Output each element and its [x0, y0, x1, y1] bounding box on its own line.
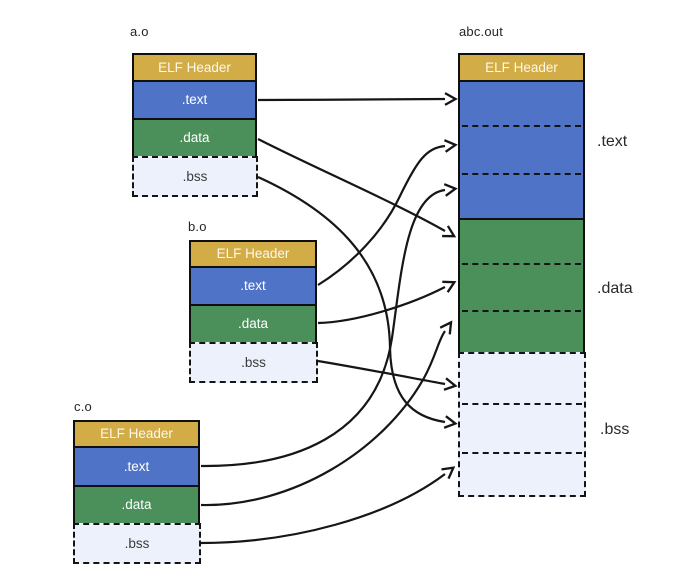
c.o-data-section: .data [73, 485, 200, 525]
abc.out-bss-region-label: .bss [600, 421, 630, 438]
a.o-elf-header-section: ELF Header [132, 53, 257, 82]
abc.out-bss-region [458, 352, 586, 497]
abc.out-text-region-label: .text [597, 133, 628, 150]
c.o-elf-header-label: ELF Header [100, 426, 173, 442]
object-file-label-b.o: b.o [188, 219, 207, 234]
output-file-label-abc.out: abc.out [459, 24, 504, 39]
a.o-data-label: .data [179, 130, 210, 146]
c.o-bss-section: .bss [73, 523, 201, 564]
link-b-bss-to-bss1 [317, 359, 445, 384]
text-region-divider-1 [462, 125, 581, 127]
c.o-bss-label: .bss [124, 535, 150, 551]
data-region-divider-2 [462, 310, 581, 312]
a.o-bss-label: .bss [182, 168, 208, 184]
b.o-data-label: .data [237, 316, 269, 332]
a.o-text-section: .text [132, 80, 257, 120]
b.o-bss-section: .bss [189, 342, 318, 383]
b.o-data-section: .data [189, 304, 317, 344]
link-c-bss-to-bss3 [200, 474, 445, 545]
object-file-label-c.o: c.o [74, 399, 92, 414]
bss-region-divider-2 [462, 452, 582, 454]
b.o-elf-header-section: ELF Header [189, 240, 317, 268]
abc.out-data-region [458, 218, 585, 354]
abc.out-text-region [458, 80, 585, 220]
c.o-text-label: .text [123, 458, 150, 474]
link-a-text-to-text1 [257, 99, 445, 100]
abc.out-elf-header-section: ELF Header [458, 53, 585, 82]
a.o-data-section: .data [132, 118, 257, 158]
b.o-text-label: .text [240, 278, 266, 294]
a.o-text-label: .text [181, 92, 208, 108]
object-file-label-a.o: a.o [130, 24, 149, 39]
data-region-divider-1 [462, 263, 581, 265]
a.o-elf-header-label: ELF Header [158, 59, 231, 75]
text-region-divider-2 [462, 173, 581, 175]
b.o-text-section: .text [189, 266, 317, 306]
c.o-data-label: .data [121, 497, 152, 513]
abc.out-data-region-label: .data [597, 280, 633, 297]
c.o-text-section: .text [73, 446, 200, 487]
link-a-data-to-data1 [257, 138, 445, 231]
link-b-data-to-data2 [317, 287, 445, 325]
a.o-bss-section: .bss [132, 156, 258, 197]
c.o-elf-header-section: ELF Header [73, 420, 200, 448]
abc.out-elf-header-label: ELF Header [485, 59, 558, 75]
bss-region-divider-1 [462, 403, 582, 405]
link-b-text-to-text2 [317, 146, 445, 286]
b.o-elf-header-label: ELF Header [216, 246, 290, 262]
b.o-bss-label: .bss [241, 354, 266, 370]
